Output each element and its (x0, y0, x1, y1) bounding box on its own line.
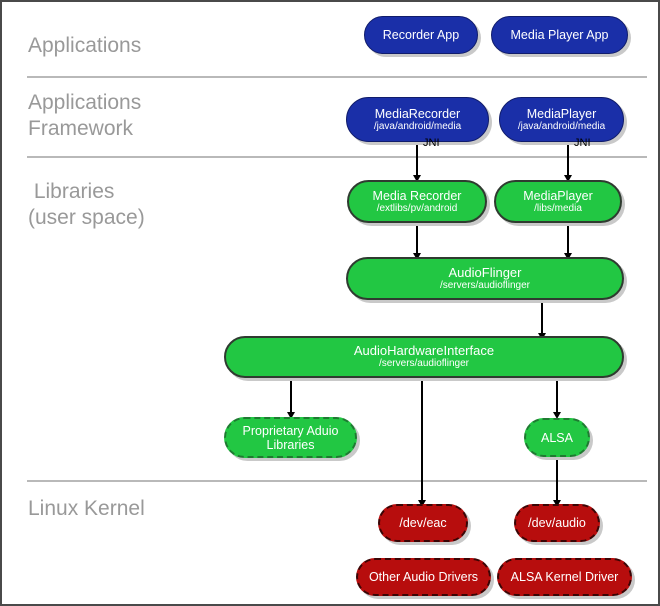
node-other-audio-drivers[interactable]: Other Audio Drivers (356, 558, 491, 596)
node-title: AudioFlinger (448, 264, 522, 280)
node-alsa[interactable]: ALSA (524, 418, 590, 457)
node-title: AudioHardwareInterface (353, 343, 495, 358)
layer-separator-2 (27, 156, 647, 158)
connector-mediarecorder-jni (416, 142, 418, 181)
node-title: Other Audio Drivers (368, 570, 479, 584)
node-alsa-kernel-driver[interactable]: ALSA Kernel Driver (497, 558, 632, 596)
arrowhead-mediaplayer-jni (564, 175, 572, 182)
connector-alsa-dev-audio (556, 457, 558, 505)
connector-ahi-alsa (556, 377, 558, 417)
node-mediarecorder-framework[interactable]: MediaRecorder /java/android/media (346, 97, 489, 142)
node-title: MediaPlayer (526, 106, 597, 121)
connector-ahi-proprietary (290, 377, 292, 417)
layer-label-linux-kernel: Linux Kernel (28, 497, 145, 520)
layer-separator-1 (27, 76, 647, 78)
arrowhead-ahi-alsa (553, 412, 561, 419)
connector-ahi-dev-eac (421, 377, 423, 505)
node-dev-eac[interactable]: /dev/eac (378, 504, 468, 542)
node-proprietary-audio-libraries[interactable]: Proprietary Aduio Libraries (224, 417, 357, 458)
node-title: Recorder App (382, 28, 460, 42)
node-title: /dev/audio (528, 516, 586, 530)
node-subtitle: Libraries (266, 437, 315, 452)
node-subtitle: /java/android/media (517, 120, 606, 132)
layer-label-applications-framework: Applications Framework (28, 91, 142, 140)
connector-mediaplayer-jni (567, 142, 569, 181)
node-title: MediaRecorder (374, 106, 461, 121)
node-dev-audio[interactable]: /dev/audio (514, 504, 600, 542)
node-media-recorder-lib[interactable]: Media Recorder /extlibs/pv/android (347, 180, 487, 223)
arrowhead-ahi-proprietary (287, 412, 295, 419)
node-title: ALSA (541, 430, 573, 445)
node-audiohardwareinterface[interactable]: AudioHardwareInterface /servers/audiofli… (224, 336, 624, 378)
node-subtitle: /extlibs/pv/android (376, 202, 458, 214)
node-recorder-app[interactable]: Recorder App (364, 16, 478, 54)
node-title: MediaPlayer (523, 188, 593, 203)
jni-label-right: JNI (574, 137, 591, 149)
layer-label-applications: Applications (28, 34, 142, 57)
connector-mediaplayerlib-audioflinger (567, 222, 569, 259)
node-title: Media Player App (510, 28, 609, 42)
node-mediaplayer-framework[interactable]: MediaPlayer /java/android/media (499, 97, 624, 142)
node-subtitle: /servers/audioflinger (378, 358, 470, 369)
layer-separator-3 (27, 480, 647, 482)
node-audioflinger[interactable]: AudioFlinger /servers/audioflinger (346, 257, 624, 300)
node-subtitle: /java/android/media (373, 120, 462, 132)
node-title: /dev/eac (399, 516, 447, 530)
connector-mediarecorderlib-audioflinger (416, 222, 418, 259)
jni-label-left: JNI (423, 137, 440, 149)
arrowhead-mediarecorder-jni (413, 175, 421, 182)
layer-label-libraries: Libraries (user space) (28, 180, 145, 229)
node-media-player-app[interactable]: Media Player App (491, 16, 628, 54)
node-subtitle: /servers/audioflinger (439, 279, 531, 291)
connector-audioflinger-audiohardwareinterface (541, 299, 543, 339)
node-title: Media Recorder (372, 188, 462, 203)
node-subtitle: /libs/media (534, 202, 582, 214)
node-mediaplayer-lib[interactable]: MediaPlayer /libs/media (494, 180, 622, 223)
node-title: ALSA Kernel Driver (510, 570, 619, 584)
node-title: Proprietary Aduio (242, 423, 339, 438)
